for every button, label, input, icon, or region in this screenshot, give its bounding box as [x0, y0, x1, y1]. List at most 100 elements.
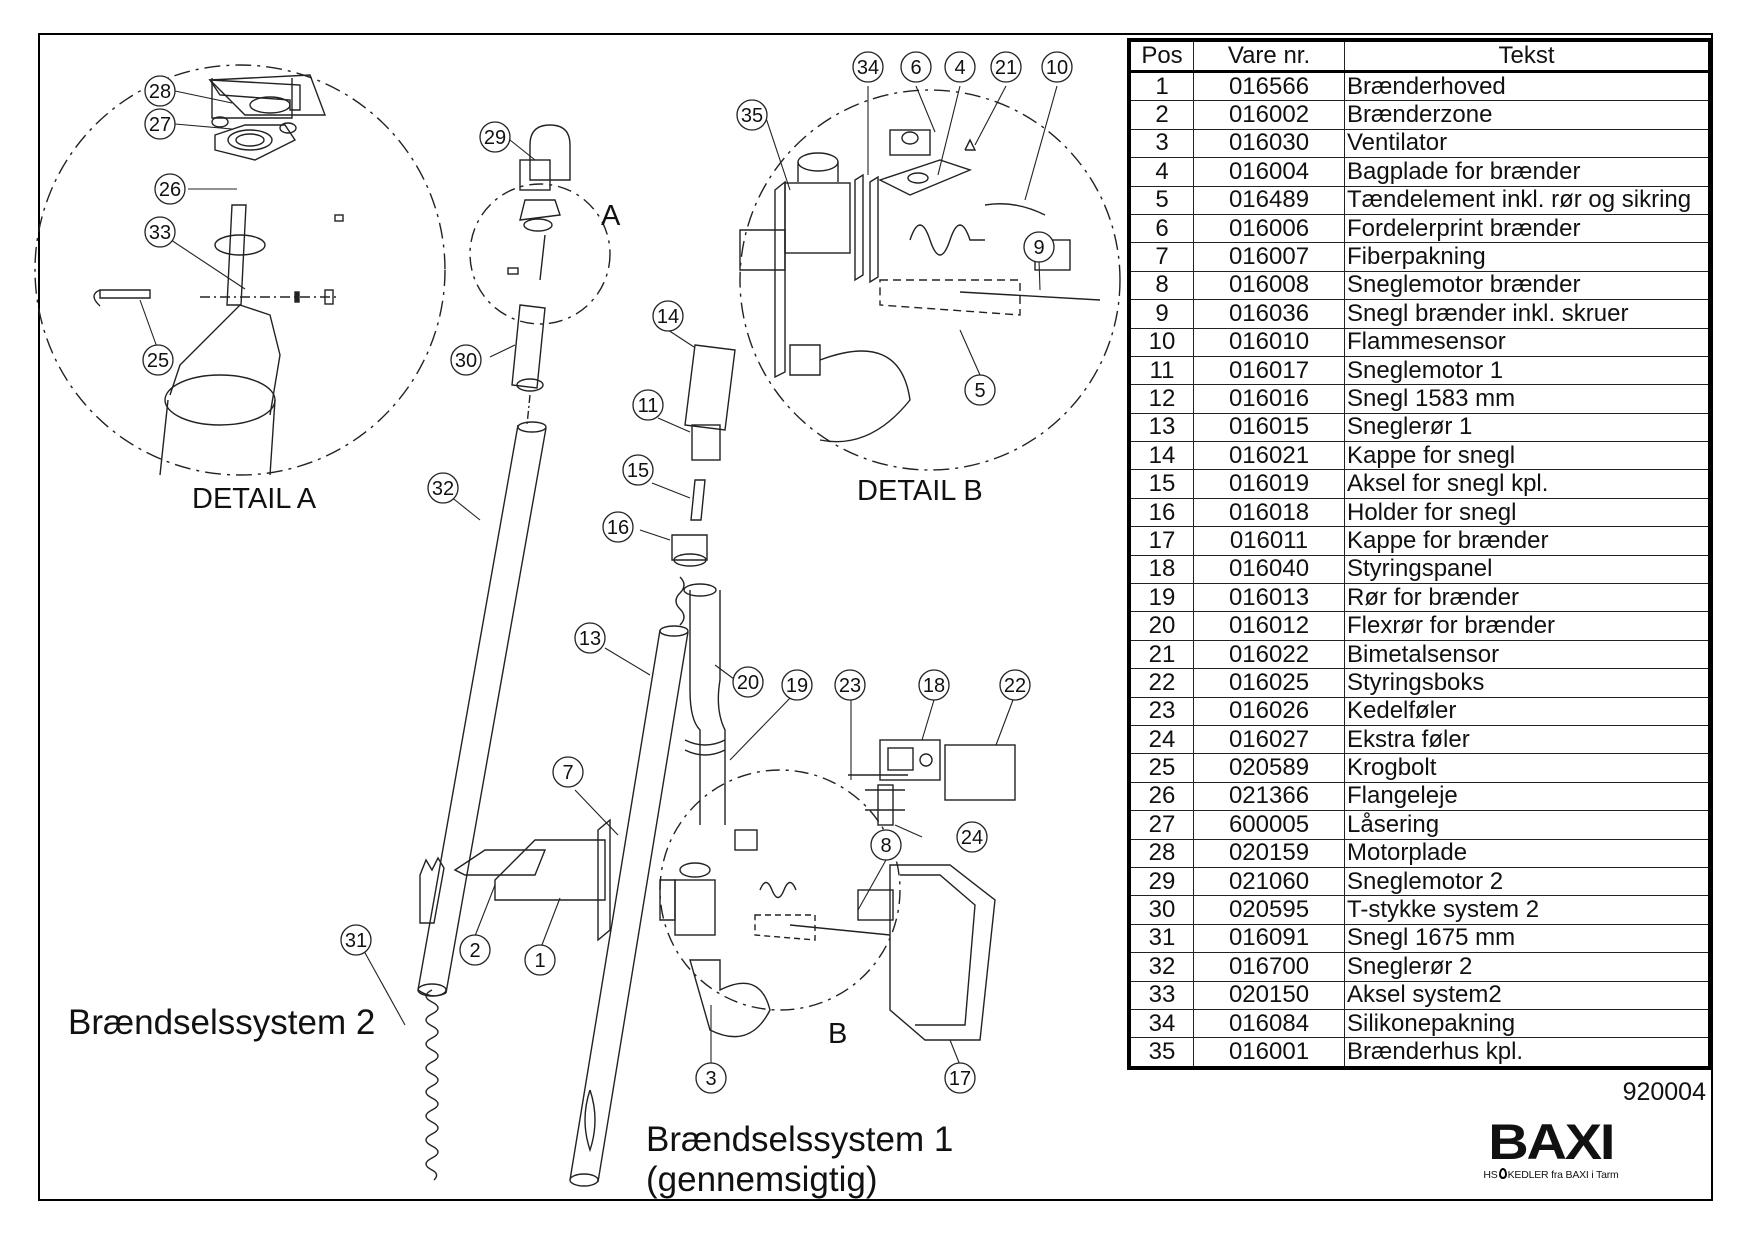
detail-b-parts	[739, 129, 1101, 443]
header-tekst: Tekst	[1344, 39, 1711, 73]
cell-pos: 32	[1128, 952, 1194, 982]
cell-tekst: Snegl brænder inkl. skruer	[1344, 299, 1711, 329]
callout-18: 18	[918, 669, 950, 701]
callout-bubble	[781, 669, 813, 701]
cell-pos: 33	[1128, 980, 1194, 1010]
cell-tekst: Bagplade for brænder	[1344, 157, 1711, 187]
cell-tekst: Ekstra føler	[1344, 724, 1711, 755]
cell-tekst: Rør for brænder	[1344, 583, 1711, 613]
callout-16: 16	[602, 511, 634, 543]
callout-bubble	[427, 472, 459, 504]
cell-vare-nr: 016006	[1193, 213, 1345, 244]
cell-tekst: Snegl 1583 mm	[1344, 384, 1711, 414]
detail-a-marker: A	[601, 200, 621, 232]
cell-tekst: Krogbolt	[1344, 753, 1711, 783]
cell-pos: 7	[1128, 242, 1194, 272]
fuel-system-2-label: Brændselssystem 2	[68, 1003, 376, 1042]
cell-tekst: Snegl 1675 mm	[1344, 923, 1711, 954]
callout-8: 8	[870, 829, 902, 861]
callout-bubble	[602, 511, 634, 543]
cell-pos: 17	[1128, 526, 1194, 556]
callout-bubble	[1023, 231, 1055, 263]
cell-tekst: Brænderhoved	[1344, 70, 1711, 102]
cell-tekst: Silikonepakning	[1344, 1008, 1711, 1039]
cell-tekst: Fordelerprint brænder	[1344, 213, 1711, 244]
callout-32: 32	[427, 472, 459, 504]
fuel-system-1-sublabel: (gennemsigtig)	[646, 1160, 878, 1199]
callout-number: 2	[469, 940, 480, 962]
logo-brand: BAXI	[1488, 1114, 1616, 1170]
callout-number: 11	[638, 395, 659, 417]
callout-bubble	[900, 51, 932, 83]
callout-bubble	[450, 344, 482, 376]
detail-a-marker-circle	[469, 183, 611, 325]
callout-31: 31	[340, 924, 372, 956]
callout-bubble	[142, 344, 174, 376]
callout-10: 10	[1041, 51, 1073, 83]
callout-number: 23	[839, 675, 861, 697]
callout-5: 5	[964, 374, 996, 406]
callout-13: 13	[574, 622, 606, 654]
cell-tekst: Sneglemotor 1	[1344, 355, 1711, 386]
callout-number: 32	[432, 478, 454, 500]
callout-bubble	[732, 666, 764, 698]
burner-cover	[889, 864, 996, 1041]
cell-tekst: Styringspanel	[1344, 554, 1711, 585]
burner-assembly-parts	[659, 829, 894, 1038]
detail-b-circle	[739, 89, 1121, 471]
cell-pos: 18	[1128, 554, 1194, 585]
callout-number: 6	[910, 57, 921, 79]
callout-bubble	[340, 924, 372, 956]
cell-vare-nr: 016015	[1193, 412, 1345, 443]
flex-pipe	[684, 590, 726, 825]
callout-bubble	[144, 75, 176, 107]
callout-bubble	[459, 934, 491, 966]
detail-b-marker: B	[828, 1018, 848, 1050]
cell-tekst: Kappe for brænder	[1344, 526, 1711, 556]
callout-bubble	[990, 51, 1022, 83]
callout-33: 33	[144, 216, 176, 248]
cell-vare-nr: 016021	[1193, 441, 1345, 471]
detail-b-title: DETAIL B	[857, 475, 983, 507]
sneglerør-1-tube	[569, 625, 689, 1187]
cell-vare-nr: 021060	[1193, 866, 1345, 897]
callout-group: 1234567891011131415161718192021222324252…	[142, 51, 1073, 1094]
cell-vare-nr: 016004	[1193, 157, 1345, 187]
cell-tekst: Bimetalsensor	[1344, 639, 1711, 670]
cell-pos: 5	[1128, 185, 1194, 215]
cell-pos: 34	[1128, 1008, 1194, 1039]
cell-pos: 13	[1128, 412, 1194, 443]
callout-28: 28	[144, 75, 176, 107]
cell-vare-nr: 021366	[1193, 781, 1345, 812]
callout-bubble	[834, 669, 866, 701]
cell-pos: 30	[1128, 895, 1194, 925]
cell-vare-nr: 016007	[1193, 242, 1345, 272]
callout-17: 17	[944, 1062, 976, 1094]
drawing-frame	[38, 33, 1713, 1201]
cell-vare-nr: 016016	[1193, 384, 1345, 414]
cell-pos: 15	[1128, 469, 1194, 499]
callout-11: 11	[632, 389, 664, 421]
callout-9: 9	[1023, 231, 1055, 263]
cell-vare-nr: 016025	[1193, 668, 1345, 698]
callout-bubble	[479, 121, 511, 153]
callout-15: 15	[622, 454, 654, 486]
callout-20: 20	[732, 666, 764, 698]
cell-pos: 25	[1128, 753, 1194, 783]
callout-number: 35	[741, 105, 763, 127]
cell-vare-nr: 016011	[1193, 526, 1345, 556]
detail-a-circle	[34, 64, 446, 476]
leader-lines	[139, 85, 1058, 1066]
cell-tekst: T-stykke system 2	[1344, 895, 1711, 925]
